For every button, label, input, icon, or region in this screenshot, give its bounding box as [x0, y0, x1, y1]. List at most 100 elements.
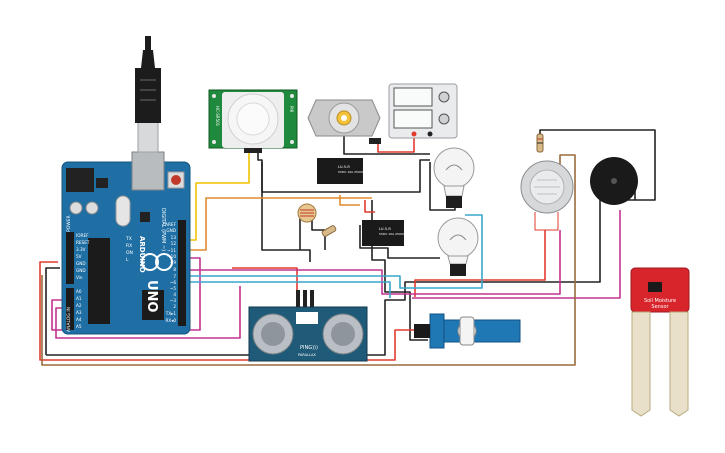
- ultrasonic-brand: PING))): [300, 345, 318, 351]
- pin-label-ioref: IOREF: [76, 233, 89, 238]
- soil-label-2: Sensor: [651, 304, 669, 310]
- pin-label-a0: A0: [76, 289, 82, 294]
- pir-side-left: HC-SR501: [215, 106, 220, 127]
- ultrasonic-caption: PARALLAX: [298, 353, 316, 357]
- relay2-label1: LU-5-R: [379, 227, 391, 231]
- wire-magenta-2: [186, 230, 561, 295]
- wire-black-relay1: [261, 159, 430, 193]
- wire-cyan-2: [186, 281, 391, 298]
- soil-probe-left: [631, 311, 651, 417]
- relay-2: LU-5-R 5VDC 10A 250VAC: [362, 220, 407, 246]
- negative-terminal: [427, 131, 433, 137]
- resistor-ldr: [321, 225, 337, 237]
- tx-label: TX: [125, 236, 132, 242]
- light-bulb-1: [433, 147, 475, 208]
- pin-label-vin: Vin: [76, 275, 83, 280]
- ultrasonic-sensor: PING))) PARALLAX: [248, 290, 368, 362]
- wire-black-pir-gnd: [257, 152, 311, 262]
- usb-cable: [135, 36, 161, 153]
- pin-label-13: 13: [171, 235, 177, 240]
- arduino-logo: [141, 253, 159, 271]
- pin-label-4: 4: [173, 292, 176, 297]
- pin-label-5: ~5: [170, 286, 177, 291]
- analog-label: ANALOG IN: [66, 307, 72, 332]
- pin-label-gnd1: GND: [76, 261, 86, 266]
- pin-label-7: 7: [173, 274, 176, 279]
- wire-magenta-4: [412, 210, 621, 299]
- wire-black-bottom: [46, 200, 601, 356]
- photoresistor: [297, 203, 317, 223]
- pin-label-a4: A4: [76, 317, 82, 322]
- wire-red-5v: [39, 261, 428, 361]
- pin-label-0: RX◂0: [165, 318, 176, 323]
- power-supply: [388, 83, 458, 139]
- arduino-uno-board: IOREF RESET 3.3V 5V GND GND Vin A0 A1 A2…: [61, 36, 191, 335]
- light-bulb-2: [437, 217, 479, 276]
- pin-label-10: ~10: [167, 254, 176, 259]
- wire-black-motor: [343, 135, 430, 155]
- resistor-gas: [536, 133, 544, 153]
- capacitor-1: [69, 201, 83, 215]
- servo-motor: [414, 313, 521, 349]
- pin-label-a1: A1: [76, 296, 82, 301]
- relay1-label2: 5VDC 10A 250VAC: [338, 170, 366, 174]
- pin-label-gnd3: GND: [166, 228, 176, 233]
- analog-header: [66, 288, 74, 330]
- model-label: UNO: [144, 280, 159, 313]
- pin-label-reset: RESET: [76, 240, 90, 245]
- power-jack: [66, 168, 94, 192]
- pin-label-8: 8: [173, 267, 176, 272]
- wire-cyan-1: [186, 214, 483, 289]
- pir-motion-sensor: HC-SR501 PIR: [208, 89, 298, 153]
- wire-orange-pin: [186, 197, 372, 251]
- pin-label-aref: AREF: [165, 222, 176, 227]
- pin-label-11: ~11: [167, 248, 176, 253]
- voltage-display: [393, 87, 433, 107]
- wire-red-gas: [414, 230, 546, 297]
- pin-label-1: TX▸1: [165, 311, 177, 316]
- crystal: [115, 195, 131, 227]
- pin-label-3: ~3: [170, 298, 177, 303]
- on-label: ON: [126, 250, 133, 256]
- power-header: [66, 232, 74, 284]
- wire-black-relay2-in: [359, 225, 440, 259]
- atmega-chip: [88, 238, 110, 324]
- rx-label: RX: [126, 243, 132, 249]
- current-display: [393, 109, 433, 129]
- pin-label-9: ~9: [170, 260, 177, 265]
- wire-black-gnd-bus: [45, 267, 60, 355]
- digital-label: DIGITAL (PWM ~): [160, 208, 166, 251]
- reset-button[interactable]: [171, 175, 181, 185]
- wire-orange-relay: [339, 195, 360, 206]
- brand-label: ARDUINO: [138, 236, 146, 273]
- relay-1: LU-5-R 5VDC 10A 250VAC: [317, 158, 366, 184]
- positive-terminal: [411, 131, 417, 137]
- power-label: POWER: [66, 215, 72, 232]
- l-label: L: [126, 257, 129, 263]
- wire-red-sonar: [232, 267, 298, 290]
- current-knob[interactable]: [438, 113, 450, 125]
- pin-label-6: ~6: [170, 280, 177, 285]
- relay2-label2: 5VDC 10A 250VAC: [379, 232, 407, 236]
- dc-motor: [307, 99, 381, 137]
- wire-red-motor: [377, 134, 415, 153]
- wire-brown-soil: [41, 154, 576, 366]
- piezo-buzzer: [590, 157, 638, 205]
- pin-label-a2: A2: [76, 303, 82, 308]
- soil-label-1: Soil Moisture: [644, 298, 676, 304]
- wire-black-relay2: [371, 200, 428, 341]
- slide-switch[interactable]: [369, 138, 381, 144]
- voltage-knob[interactable]: [438, 91, 450, 103]
- pin-label-12: 12: [171, 241, 177, 246]
- usb-port: [131, 151, 165, 191]
- wire-yellow-pir: [186, 152, 250, 241]
- soil-probe-right: [669, 311, 689, 417]
- pin-label-gnd2: GND: [76, 268, 86, 273]
- soil-moisture-sensor: Soil Moisture Sensor: [630, 267, 690, 417]
- wires: [39, 129, 656, 366]
- pin-label-2: 2: [173, 304, 176, 309]
- servo-horn[interactable]: [459, 316, 475, 346]
- pin-label-3v3: 3.3V: [76, 247, 86, 252]
- digital-header: [178, 220, 186, 326]
